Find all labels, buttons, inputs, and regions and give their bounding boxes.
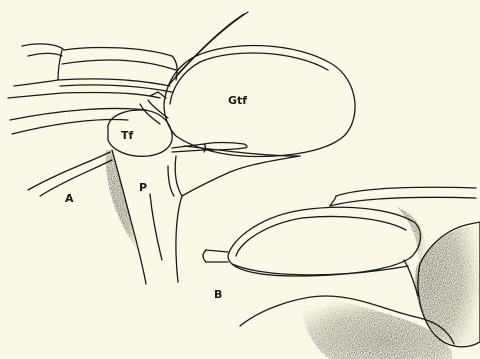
p-stalk bbox=[112, 150, 300, 284]
upper-cord bbox=[168, 12, 248, 86]
label-p: P bbox=[139, 182, 147, 193]
panel-b-oval-sac bbox=[228, 207, 420, 276]
panel-b-shading bbox=[300, 206, 480, 359]
tf-compartment bbox=[108, 110, 172, 156]
panel-label-b: B bbox=[214, 289, 222, 300]
label-tf: Tf bbox=[121, 130, 133, 141]
p-stalk-shading bbox=[106, 150, 142, 262]
horizontal-strands bbox=[10, 108, 247, 196]
gtf-sac bbox=[164, 46, 355, 157]
panel-b-duct bbox=[203, 250, 228, 262]
panel-b-upper-strands bbox=[330, 187, 476, 206]
upper-left-tubes bbox=[8, 44, 177, 98]
panel-label-a: A bbox=[65, 193, 74, 204]
label-gtf: Gtf bbox=[228, 95, 247, 106]
gtf-sac-inner-wall bbox=[170, 53, 328, 104]
